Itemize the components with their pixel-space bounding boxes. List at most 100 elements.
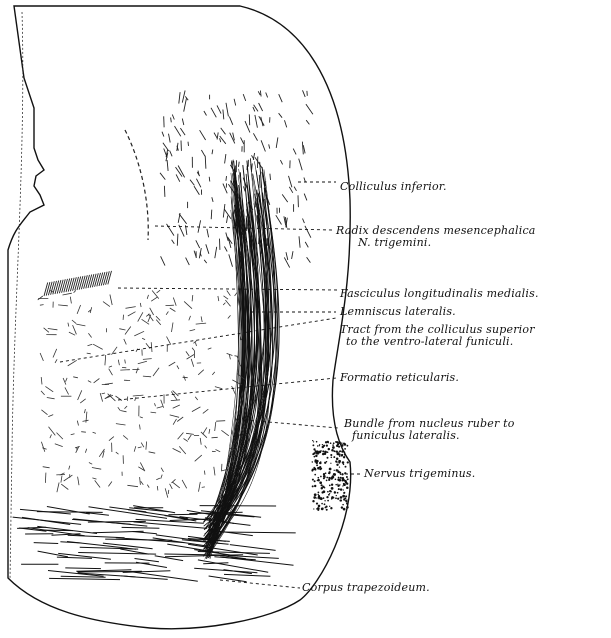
- fibre-stroke: [138, 447, 142, 448]
- fibre-stroke: [276, 215, 282, 224]
- fibre-stroke: [169, 134, 171, 143]
- trigeminus-dot: [346, 503, 348, 505]
- trigeminus-dot: [331, 457, 333, 459]
- fibre-stroke: [61, 476, 62, 483]
- trigeminus-dot: [328, 494, 330, 496]
- fibre-stroke: [188, 435, 191, 440]
- fibre-stroke: [166, 312, 168, 315]
- trigeminus-dot: [313, 467, 315, 469]
- trigeminus-dot: [315, 455, 317, 457]
- trigeminus-dot: [321, 503, 323, 505]
- fibre-stroke: [75, 277, 79, 291]
- fibre-stroke: [226, 233, 228, 241]
- fibre-stroke: [216, 450, 221, 452]
- trigeminus-dot: [319, 445, 320, 446]
- trigeminus-dot: [330, 477, 333, 480]
- trigeminus-dot: [314, 480, 316, 482]
- fibre-stroke: [77, 421, 78, 426]
- trigeminus-dot: [323, 473, 325, 475]
- fibre-stroke: [167, 337, 171, 345]
- fibre-stroke: [177, 234, 178, 246]
- fibre-stroke: [182, 91, 185, 103]
- fibre-stroke: [171, 118, 172, 123]
- fibre-stroke: [57, 483, 59, 493]
- fibre-stroke: [88, 344, 93, 345]
- fibre-stroke: [215, 422, 216, 431]
- trigeminus-dot: [346, 445, 348, 447]
- fibre-stroke: [243, 94, 246, 101]
- fibre-stroke: [153, 368, 159, 376]
- fibre-stroke: [172, 479, 176, 483]
- fibre-stroke: [68, 535, 125, 537]
- fibre-stroke: [138, 312, 143, 321]
- fibre-stroke: [173, 448, 181, 452]
- trigeminus-dot: [330, 507, 332, 509]
- trigeminus-dot: [341, 473, 343, 475]
- fibre-stroke: [204, 260, 207, 263]
- trigeminus-dot: [318, 505, 321, 508]
- fibre-stroke: [171, 400, 180, 401]
- trigeminus-dot: [312, 453, 314, 455]
- fibre-stroke: [201, 316, 202, 322]
- trigeminus-dot: [343, 489, 344, 490]
- trigeminus-dot: [344, 497, 346, 499]
- fibre-stroke: [220, 138, 221, 142]
- fibre-stroke: [194, 341, 197, 344]
- fibre-stroke: [134, 331, 144, 336]
- fibre-stroke: [122, 527, 160, 528]
- trigeminus-dot: [340, 496, 343, 499]
- trigeminus-dot: [341, 506, 343, 508]
- fibre-stroke: [41, 377, 42, 384]
- label-nervus: Nervus trigeminus.: [364, 468, 475, 480]
- label-radix-line2: N. trigemini.: [336, 237, 536, 249]
- trigeminus-dot: [320, 498, 322, 500]
- fibre-stroke: [126, 307, 136, 309]
- fibre-stroke: [103, 302, 110, 307]
- fibre-stroke: [173, 298, 176, 306]
- fibre-stroke: [285, 120, 287, 127]
- fibre-stroke: [220, 557, 294, 565]
- fibre-stroke: [49, 578, 120, 579]
- fibre-stroke: [34, 543, 59, 544]
- trigeminus-dot: [341, 442, 343, 444]
- fibre-stroke: [40, 353, 43, 361]
- trigeminus-dot: [345, 495, 347, 497]
- pointer-fasciculus: [118, 288, 338, 290]
- fibre-stroke: [205, 156, 206, 169]
- fibre-stroke: [133, 532, 157, 534]
- fibre-stroke: [169, 362, 176, 366]
- fibre-stroke: [110, 295, 112, 306]
- fibre-stroke: [229, 254, 233, 266]
- fibre-stroke: [253, 107, 255, 112]
- trigeminus-dot: [319, 481, 322, 484]
- fibre-stroke: [306, 104, 313, 114]
- trigeminus-dot: [328, 472, 330, 474]
- fibre-stroke: [95, 273, 99, 287]
- fibre-stroke: [141, 481, 144, 484]
- trigeminus-dot: [342, 504, 344, 506]
- trigeminus-dot: [317, 477, 319, 479]
- fibre-stroke: [109, 366, 112, 367]
- fibre-stroke: [77, 305, 81, 314]
- fibre-stroke: [77, 277, 81, 291]
- fibre-stroke: [195, 342, 196, 346]
- fibre-stroke: [81, 432, 86, 433]
- fibre-stroke: [157, 290, 161, 293]
- fibre-stroke: [191, 359, 194, 367]
- fibre-stroke: [184, 376, 186, 381]
- fibre-stroke: [101, 272, 105, 286]
- trigeminus-dot: [323, 490, 326, 493]
- trigeminus-dot: [342, 485, 343, 486]
- fibre-stroke: [186, 351, 189, 356]
- fibre-stroke: [172, 240, 175, 244]
- fibre-stroke: [172, 115, 174, 120]
- fibre-stroke: [108, 271, 112, 285]
- trigeminus-dot: [333, 442, 335, 444]
- fibre-stroke: [48, 329, 58, 330]
- trigeminus-dot: [326, 480, 328, 482]
- fibre-stroke: [140, 303, 141, 307]
- fibre-stroke: [304, 194, 307, 201]
- trigeminus-dot: [343, 464, 344, 465]
- fibre-stroke: [196, 179, 201, 188]
- fibre-stroke: [299, 236, 300, 247]
